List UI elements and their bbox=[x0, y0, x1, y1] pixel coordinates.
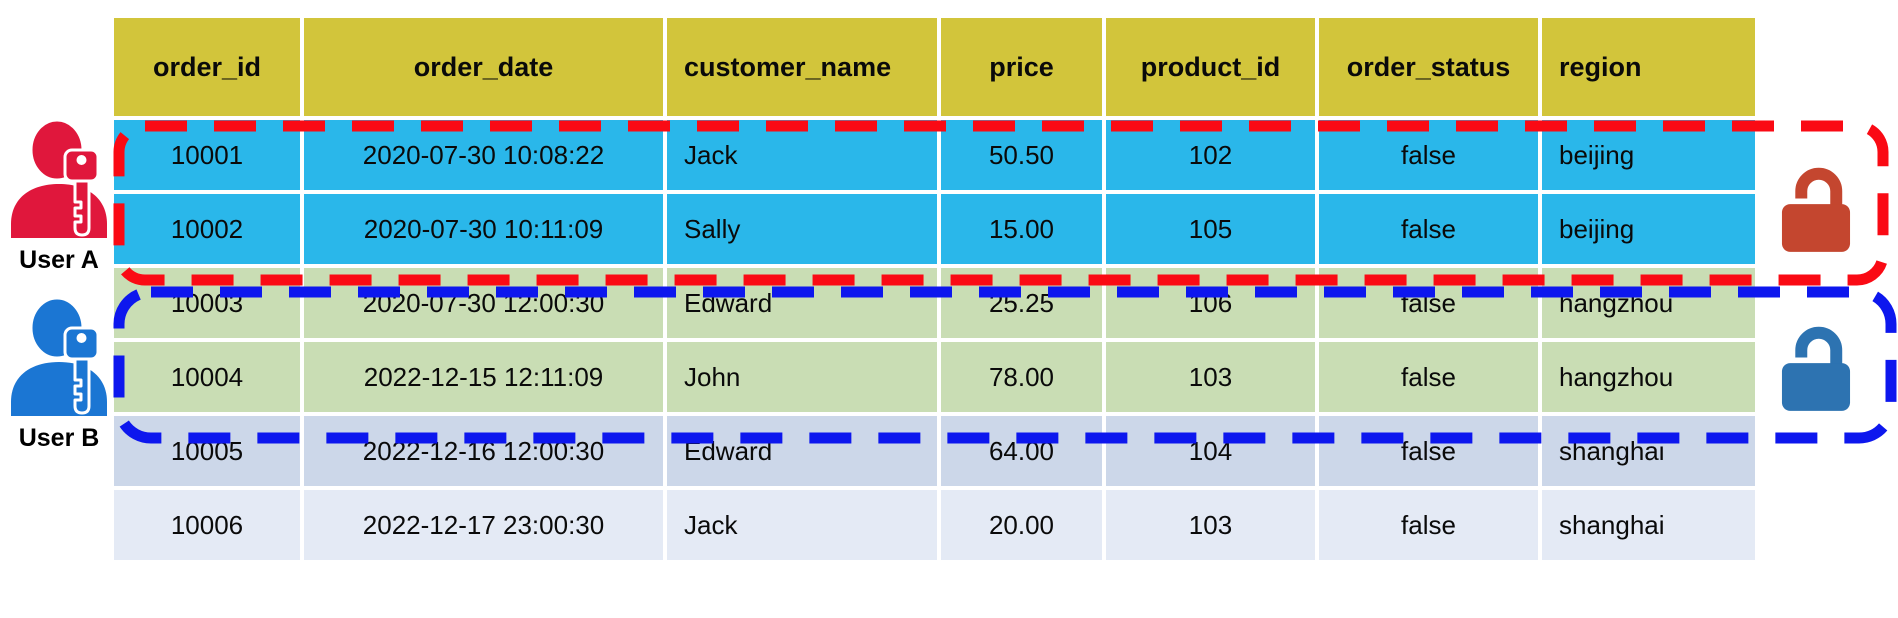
table-cell: false bbox=[1315, 486, 1542, 564]
table-cell: Jack bbox=[663, 486, 941, 564]
table-cell: 106 bbox=[1102, 264, 1319, 342]
column-header-price: price bbox=[937, 14, 1106, 120]
table-cell: 103 bbox=[1102, 486, 1319, 564]
table-cell: Edward bbox=[663, 264, 941, 342]
table-cell: beijing bbox=[1538, 190, 1759, 268]
table-cell: beijing bbox=[1538, 116, 1759, 194]
table-cell: 104 bbox=[1102, 412, 1319, 490]
table-cell: 25.25 bbox=[937, 264, 1106, 342]
table-cell: 10006 bbox=[110, 486, 304, 564]
table-cell: shanghai bbox=[1538, 412, 1759, 490]
table-cell: 20.00 bbox=[937, 486, 1106, 564]
table-cell: Sally bbox=[663, 190, 941, 268]
user-a-badge: User A bbox=[4, 114, 114, 275]
table-cell: Edward bbox=[663, 412, 941, 490]
column-header-customer_name: customer_name bbox=[663, 14, 941, 120]
table-cell: 50.50 bbox=[937, 116, 1106, 194]
table-cell: false bbox=[1315, 338, 1542, 416]
table-cell: 2020-07-30 12:00:30 bbox=[300, 264, 667, 342]
table-cell: hangzhou bbox=[1538, 338, 1759, 416]
table-cell: false bbox=[1315, 116, 1542, 194]
table-cell: 64.00 bbox=[937, 412, 1106, 490]
user-a-open-padlock-icon bbox=[1781, 167, 1851, 252]
table-cell: 2022-12-17 23:00:30 bbox=[300, 486, 667, 564]
column-header-order_id: order_id bbox=[110, 14, 304, 120]
table-cell: 78.00 bbox=[937, 338, 1106, 416]
table-cell: 2022-12-16 12:00:30 bbox=[300, 412, 667, 490]
user-a-person-key-icon bbox=[11, 118, 107, 238]
table-cell: false bbox=[1315, 190, 1542, 268]
user-b-label: User B bbox=[18, 424, 100, 452]
table-cell: 2020-07-30 10:08:22 bbox=[300, 116, 667, 194]
table-cell: 10004 bbox=[110, 338, 304, 416]
user-b-open-padlock-icon bbox=[1781, 326, 1851, 411]
table-cell: 102 bbox=[1102, 116, 1319, 194]
column-header-region: region bbox=[1538, 14, 1759, 120]
table-cell: 10005 bbox=[110, 412, 304, 490]
table-cell: 103 bbox=[1102, 338, 1319, 416]
table-cell: 15.00 bbox=[937, 190, 1106, 268]
table-cell: false bbox=[1315, 264, 1542, 342]
table-cell: John bbox=[663, 338, 941, 416]
table-cell: 10001 bbox=[110, 116, 304, 194]
table-cell: Jack bbox=[663, 116, 941, 194]
user-a-label: User A bbox=[19, 246, 99, 274]
column-header-product_id: product_id bbox=[1102, 14, 1319, 120]
user-b-badge: User B bbox=[4, 292, 114, 453]
table-cell: 2020-07-30 10:11:09 bbox=[300, 190, 667, 268]
table-cell: 10002 bbox=[110, 190, 304, 268]
user-b-person-key-icon bbox=[11, 296, 107, 416]
column-header-order_status: order_status bbox=[1315, 14, 1542, 120]
table-cell: 105 bbox=[1102, 190, 1319, 268]
column-header-order_date: order_date bbox=[300, 14, 667, 120]
table-cell: false bbox=[1315, 412, 1542, 490]
table-cell: 2022-12-15 12:11:09 bbox=[300, 338, 667, 416]
table-cell: hangzhou bbox=[1538, 264, 1759, 342]
table-cell: 10003 bbox=[110, 264, 304, 342]
table-cell: shanghai bbox=[1538, 486, 1759, 564]
